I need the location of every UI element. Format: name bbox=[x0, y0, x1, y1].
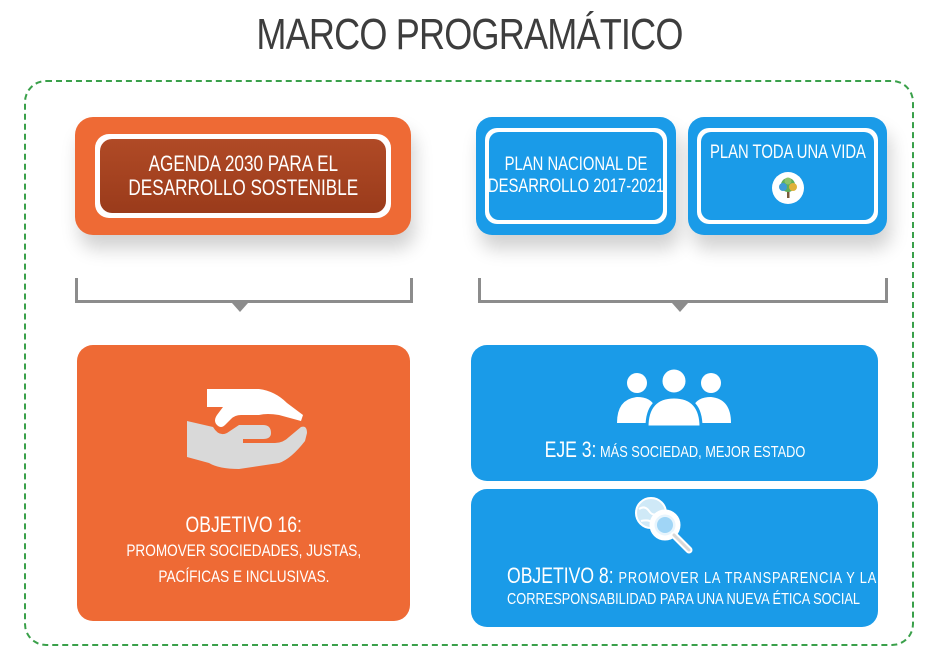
plan-nacional-line2: DESARROLLO 2017-2021 bbox=[487, 176, 665, 197]
objetivo-16-card: OBJETIVO 16: PROMOVER SOCIEDADES, JUSTAS… bbox=[77, 345, 410, 621]
plan-nacional-line1: PLAN NACIONAL DE bbox=[504, 154, 648, 175]
objetivo-8-line1: PROMOVER LA TRANSPARENCIA Y LA bbox=[618, 570, 878, 587]
eje-3-label-wrap: EJE 3: MÁS SOCIEDAD, MEJOR ESTADO bbox=[471, 437, 878, 463]
objetivo-8-prefix: OBJETIVO 8: bbox=[507, 563, 614, 588]
objetivo-16-line2-wrap: PACÍFICAS E INCLUSIVAS. bbox=[77, 567, 410, 587]
plan-toda-una-vida-label-panel: PLAN TODA UNA VIDA bbox=[701, 132, 874, 220]
objetivo-16-heading: OBJETIVO 16: bbox=[185, 512, 302, 537]
objetivo-8-line1-wrap: OBJETIVO 8: PROMOVER LA TRANSPARENCIA Y … bbox=[507, 563, 939, 589]
objetivo-16-heading-wrap: OBJETIVO 16: bbox=[77, 512, 410, 538]
objetivo-8-line2: CORRESPONSABILIDAD PARA UNA NUEVA ÉTICA … bbox=[507, 591, 861, 608]
agenda-2030-box: AGENDA 2030 PARA EL DESARROLLO SOSTENIBL… bbox=[75, 117, 411, 235]
eje-3-card: EJE 3: MÁS SOCIEDAD, MEJOR ESTADO bbox=[471, 345, 878, 481]
plan-nacional-label: PLAN NACIONAL DE DESARROLLO 2017-2021 bbox=[488, 154, 664, 198]
people-group-icon bbox=[617, 367, 731, 429]
objetivo-16-line1: PROMOVER SOCIEDADES, JUSTAS, bbox=[126, 541, 361, 560]
plan-toda-una-vida-inner-frame: PLAN TODA UNA VIDA bbox=[697, 128, 878, 224]
tree-logo-icon bbox=[771, 172, 804, 204]
objetivo-8-line2-wrap: CORRESPONSABILIDAD PARA UNA NUEVA ÉTICA … bbox=[507, 591, 939, 609]
objetivo-16-line2: PACÍFICAS E INCLUSIVAS. bbox=[157, 567, 330, 586]
eje-3-prefix: EJE 3: bbox=[544, 437, 596, 462]
right-bracket-arrow bbox=[672, 303, 688, 312]
plan-nacional-label-panel: PLAN NACIONAL DE DESARROLLO 2017-2021 bbox=[488, 132, 664, 220]
plan-toda-una-vida-box: PLAN TODA UNA VIDA bbox=[688, 117, 887, 235]
page-title: MARCO PROGRAMÁTICO bbox=[256, 10, 683, 59]
agenda-2030-line2: DESARROLLO SOSTENIBLE bbox=[128, 175, 358, 200]
dashed-frame bbox=[24, 80, 914, 646]
agenda-2030-label: AGENDA 2030 PARA EL DESARROLLO SOSTENIBL… bbox=[128, 152, 358, 200]
plan-toda-una-vida-label: PLAN TODA UNA VIDA bbox=[709, 142, 866, 163]
globe-search-icon bbox=[635, 497, 693, 554]
agenda-2030-label-panel: AGENDA 2030 PARA EL DESARROLLO SOSTENIBL… bbox=[100, 139, 386, 213]
left-bracket bbox=[75, 278, 413, 303]
right-bracket bbox=[478, 278, 888, 303]
eje-3-text: MÁS SOCIEDAD, MEJOR ESTADO bbox=[599, 444, 805, 461]
plan-nacional-inner-frame: PLAN NACIONAL DE DESARROLLO 2017-2021 bbox=[485, 128, 667, 224]
left-bracket-arrow bbox=[232, 303, 248, 312]
handshake-icon bbox=[187, 389, 307, 469]
objetivo-16-line1-wrap: PROMOVER SOCIEDADES, JUSTAS, bbox=[77, 541, 410, 561]
agenda-2030-inner-frame: AGENDA 2030 PARA EL DESARROLLO SOSTENIBL… bbox=[95, 134, 391, 218]
eje-3-label: EJE 3: MÁS SOCIEDAD, MEJOR ESTADO bbox=[544, 437, 805, 463]
objetivo-8-card: OBJETIVO 8: PROMOVER LA TRANSPARENCIA Y … bbox=[471, 489, 878, 627]
plan-nacional-box: PLAN NACIONAL DE DESARROLLO 2017-2021 bbox=[476, 117, 676, 235]
objetivo-8-line1-group: OBJETIVO 8: PROMOVER LA TRANSPARENCIA Y … bbox=[507, 563, 877, 589]
agenda-2030-line1: AGENDA 2030 PARA EL bbox=[148, 151, 338, 176]
